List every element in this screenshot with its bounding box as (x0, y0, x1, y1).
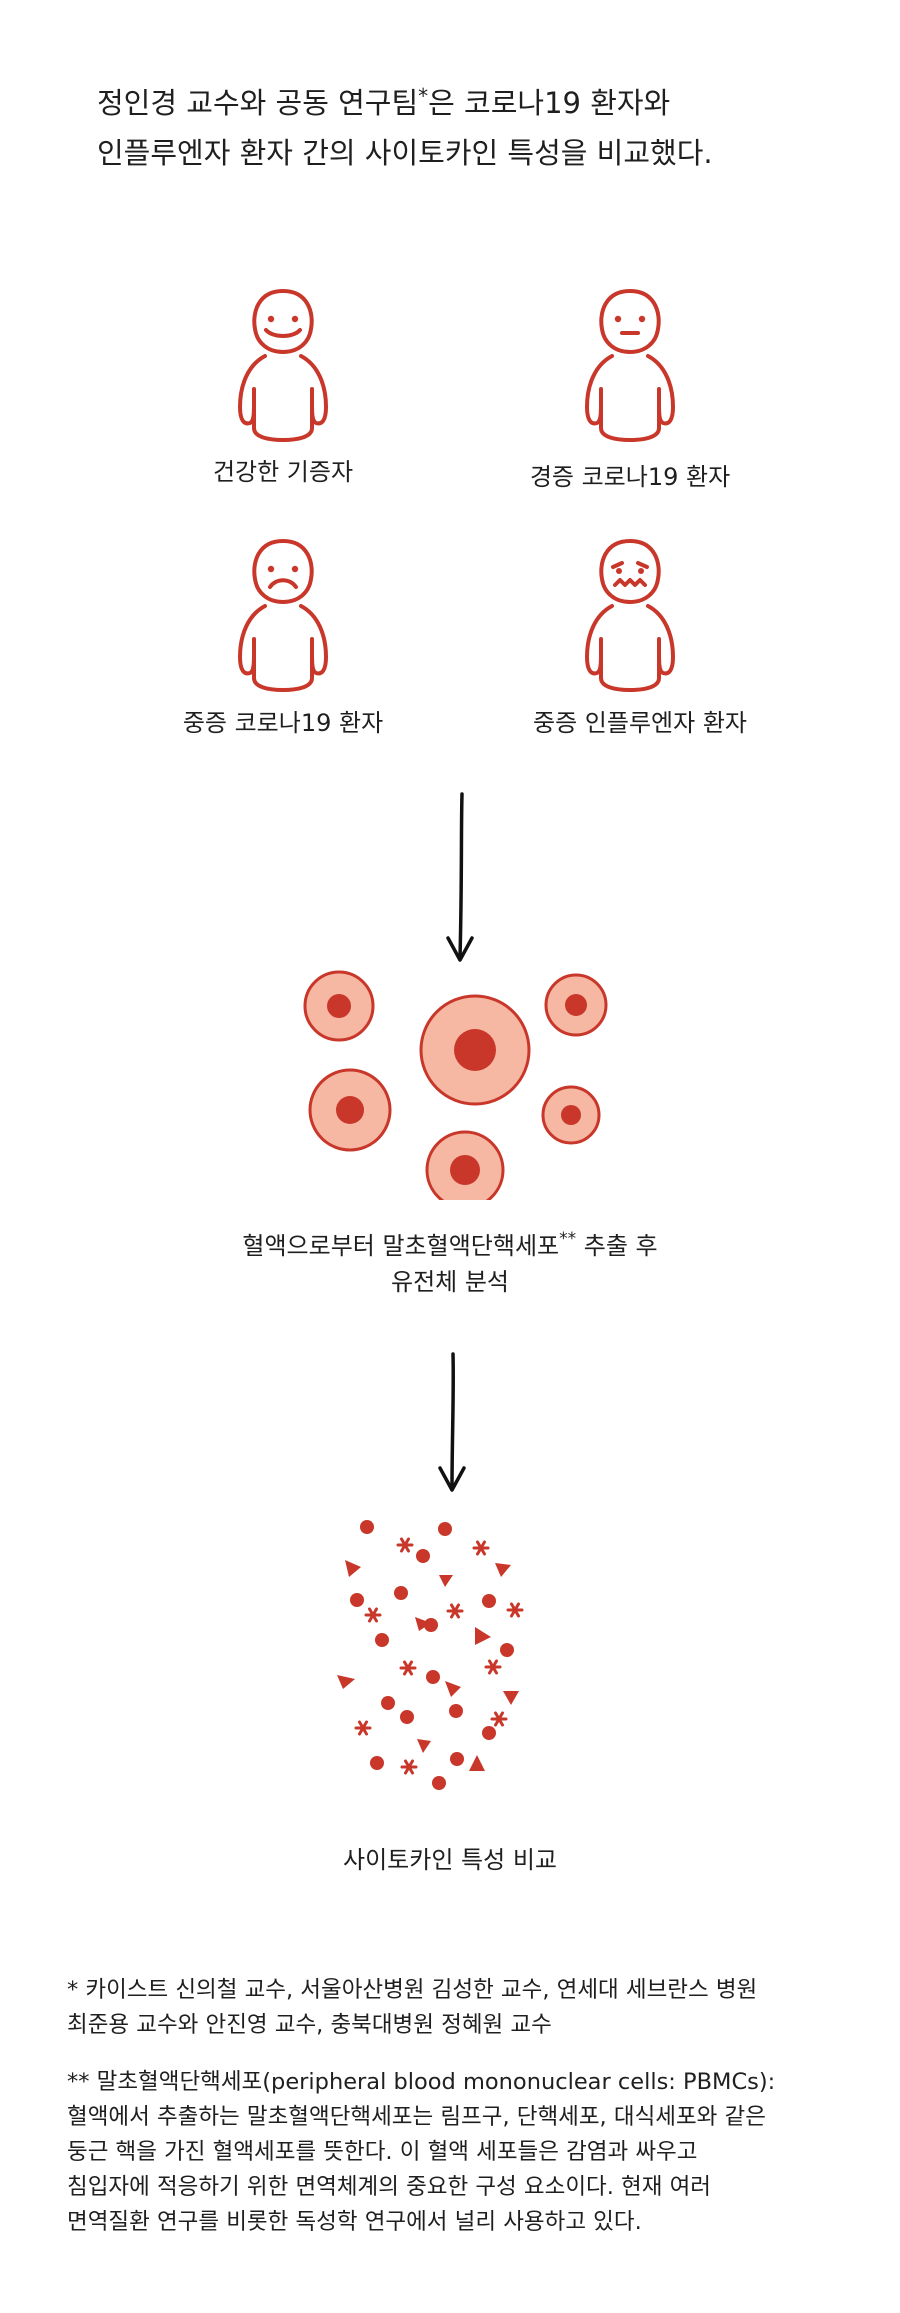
group-label-mild-covid: 경증 코로나19 환자 (529, 463, 731, 491)
figure-severe-influenza (575, 535, 685, 695)
cytokine-particles (335, 1515, 565, 1815)
footnote-pbmc: ** 말초혈액단핵세포(peripheral blood mononuclear… (67, 2065, 867, 2240)
blood-cells-illustration (303, 970, 608, 1200)
step-pbmc-line-1-tail: 추출 후 (576, 1232, 658, 1260)
footnote-2-line-2: 혈액에서 추출하는 말초혈액단핵세포는 림프구, 단핵세포, 대식세포와 같은 (67, 2104, 766, 2130)
person-smile-icon (238, 289, 328, 442)
group-label-severe-influenza: 중증 인플루엔자 환자 (533, 709, 747, 737)
person-neutral-icon (585, 289, 675, 442)
footnote-2-line-4: 침입자에 적응하기 위한 면역체계의 중요한 구성 요소이다. 현재 여러 (67, 2174, 711, 2200)
group-label-healthy: 건강한 기증자 (212, 458, 354, 486)
arrow-down-2 (432, 1350, 472, 1500)
intro-text: 정인경 교수와 공동 연구팀*은 코로나19 환자와 인플루엔자 환자 간의 사… (97, 78, 857, 178)
footnote-marker-2: ** (559, 1229, 577, 1249)
step-pbmc-line-1-text: 혈액으로부터 말초혈액단핵세포 (242, 1232, 560, 1260)
cytokine-illustration (337, 1520, 524, 1790)
footnote-1-line-2: 최준용 교수와 안진영 교수, 충북대병원 정혜원 교수 (67, 2012, 552, 2038)
step-pbmc-line-1: 혈액으로부터 말초혈액단핵세포** 추출 후 (200, 1228, 700, 1264)
intro-line-1-tail: 은 코로나19 환자와 (428, 86, 671, 120)
step-pbmc-line-2: 유전체 분석 (390, 1268, 510, 1296)
footnote-2-line-5: 면역질환 연구를 비롯한 독성학 연구에서 널리 사용하고 있다. (67, 2209, 642, 2235)
footnote-1-line-1: * 카이스트 신의철 교수, 서울아산병원 김성한 교수, 연세대 세브란스 병… (67, 1977, 758, 2003)
step-cytokine-caption: 사이토카인 특성 비교 (343, 1846, 557, 1874)
intro-line-1: 정인경 교수와 공동 연구팀*은 코로나19 환자와 (97, 78, 857, 128)
footnote-2-line-3: 둥근 핵을 가진 혈액세포를 뜻한다. 이 혈액 세포들은 감염과 싸우고 (67, 2139, 698, 2165)
person-sad-icon (238, 539, 328, 692)
intro-line-2: 인플루엔자 환자 간의 사이토카인 특성을 비교했다. (97, 136, 713, 170)
footnote-researchers: * 카이스트 신의철 교수, 서울아산병원 김성한 교수, 연세대 세브란스 병… (67, 1973, 867, 2043)
footnote-marker-1: * (418, 84, 429, 108)
pbmc-cells (295, 960, 615, 1200)
footnote-2-line-1: ** 말초혈액단핵세포(peripheral blood mononuclear… (67, 2069, 776, 2095)
arrow-down-1 (440, 790, 480, 970)
arrow-down-icon-2 (438, 1352, 466, 1492)
figure-mild-covid (575, 285, 685, 445)
person-sick-icon (585, 539, 675, 692)
figure-healthy-donor (228, 285, 338, 445)
arrow-down-icon (446, 792, 474, 962)
group-label-severe-covid: 중증 코로나19 환자 (182, 709, 384, 737)
footnotes: * 카이스트 신의철 교수, 서울아산병원 김성한 교수, 연세대 세브란스 병… (67, 1973, 867, 2240)
step-pbmc-caption: 혈액으로부터 말초혈액단핵세포** 추출 후 유전체 분석 (200, 1228, 700, 1300)
figure-severe-covid (228, 535, 338, 695)
intro-line-1-text: 정인경 교수와 공동 연구팀 (97, 86, 419, 120)
